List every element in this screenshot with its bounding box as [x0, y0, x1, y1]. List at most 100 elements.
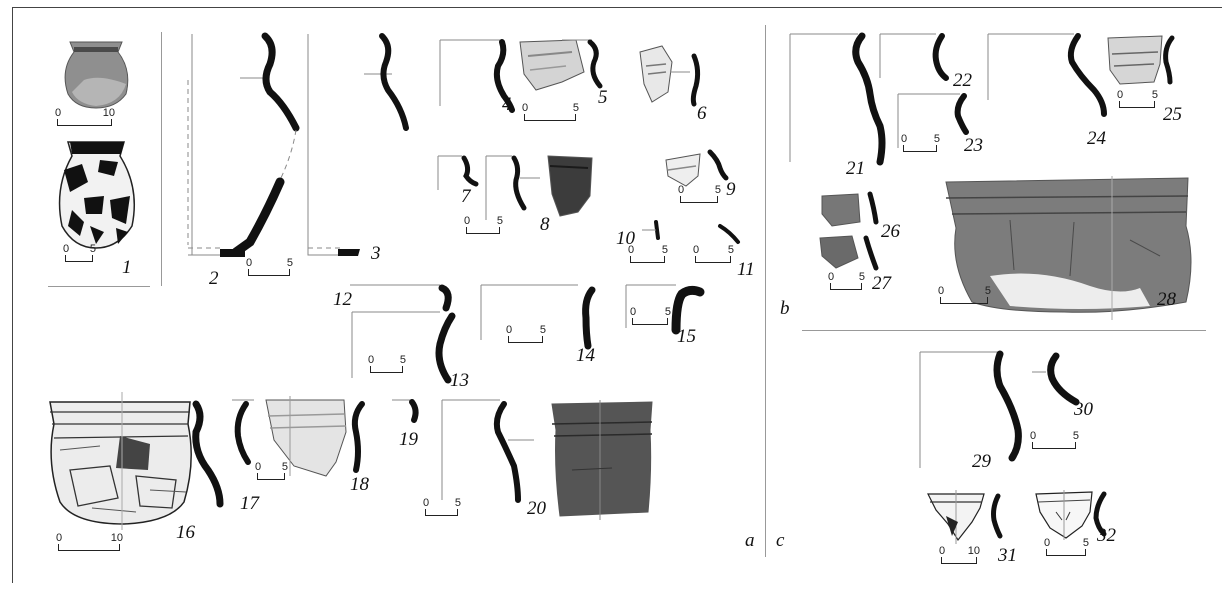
profile-31 — [991, 493, 1003, 539]
section-label-a: a — [745, 530, 755, 551]
find-number: 4 — [502, 94, 512, 115]
profile-21-guide — [789, 33, 858, 162]
scale-start: 0 — [1117, 89, 1124, 101]
profile-18 — [351, 401, 365, 473]
scale-start: 0 — [1044, 537, 1051, 549]
profile-20 — [493, 401, 521, 503]
profile-5 — [587, 39, 603, 89]
find-number: 6 — [697, 103, 707, 124]
vessel-1-drawing — [58, 141, 135, 249]
scale-start: 0 — [56, 532, 63, 544]
scale-start: 0 — [464, 215, 471, 227]
scale-start: 0 — [246, 257, 253, 269]
sherd-9-photo — [665, 153, 701, 187]
fig1-divider-vertical — [161, 32, 162, 286]
profile-4-guide — [439, 39, 500, 106]
find-number: 20 — [527, 498, 546, 519]
vessel-16-drawing — [49, 392, 192, 530]
profile-13-guide — [351, 311, 440, 378]
profile-2 — [187, 32, 300, 257]
scale-start: 0 — [901, 133, 908, 145]
find-number: 17 — [240, 493, 259, 514]
sherd-20-photo — [551, 400, 653, 520]
scale-end: 5 — [1072, 430, 1079, 442]
scale-start: 0 — [522, 102, 529, 114]
sherd-32-drawing — [1035, 490, 1093, 540]
find-number: 30 — [1074, 399, 1093, 420]
find-number: 26 — [881, 221, 900, 242]
vessel-28-photo — [945, 176, 1192, 320]
profile-24 — [1067, 33, 1107, 117]
find-number: 9 — [726, 179, 736, 200]
find-number: 10 — [616, 228, 635, 249]
profile-8-guide — [485, 155, 540, 220]
profile-9 — [707, 149, 729, 181]
scale-bar: 0 10 — [939, 546, 980, 564]
find-number: 16 — [176, 522, 195, 543]
scale-end: 5 — [661, 244, 668, 256]
find-number: 5 — [598, 87, 608, 108]
profile-30 — [1047, 352, 1080, 406]
scale-start: 0 — [693, 244, 700, 256]
find-number: 3 — [371, 243, 381, 264]
scale-start: 0 — [55, 107, 62, 119]
find-number: 29 — [972, 451, 991, 472]
scale-start: 0 — [628, 244, 635, 256]
scale-end: 10 — [102, 107, 115, 119]
scale-end: 5 — [496, 215, 503, 227]
scale-end: 5 — [1151, 89, 1158, 101]
find-number: 8 — [540, 214, 550, 235]
profile-32 — [1093, 491, 1107, 537]
profile-25 — [1163, 35, 1175, 85]
scale-start: 0 — [255, 461, 262, 473]
sherd-27-photo — [819, 235, 859, 269]
scale-end: 10 — [110, 532, 123, 544]
find-number: 12 — [333, 289, 352, 310]
scale-end: 5 — [1082, 537, 1089, 549]
vessel-1-photo — [64, 41, 129, 109]
profile-24-guide — [987, 33, 1074, 100]
find-number: 14 — [576, 345, 595, 366]
scale-end: 5 — [933, 133, 940, 145]
find-number: 25 — [1163, 104, 1182, 125]
scale-bar: 0 10 — [55, 108, 115, 126]
find-number: 32 — [1097, 525, 1116, 546]
profile-11 — [718, 224, 740, 244]
find-number: 28 — [1157, 289, 1176, 310]
profile-6 — [690, 53, 701, 107]
find-number: 11 — [737, 259, 755, 280]
fig1-divider-horizontal — [48, 286, 150, 287]
scale-bar: 0 10 — [56, 533, 123, 551]
scale-start: 0 — [63, 243, 70, 255]
find-number: 2 — [209, 268, 219, 289]
sherd-5-photo — [519, 39, 585, 91]
find-number: 21 — [846, 158, 865, 179]
find-number: 13 — [450, 370, 469, 391]
scale-end: 5 — [984, 285, 991, 297]
profile-15-guide — [625, 284, 676, 328]
find-number: 15 — [677, 326, 696, 347]
section-divider-horizontal — [802, 330, 1206, 331]
scale-start: 0 — [939, 545, 946, 557]
scale-start: 0 — [368, 354, 375, 366]
sherd-26-photo — [821, 193, 861, 227]
scale-end: 5 — [572, 102, 579, 114]
scale-start: 0 — [630, 306, 637, 318]
scale-end: 5 — [664, 306, 671, 318]
profile-14 — [582, 286, 596, 350]
scale-end: 10 — [967, 545, 980, 557]
scale-start: 0 — [506, 324, 513, 336]
